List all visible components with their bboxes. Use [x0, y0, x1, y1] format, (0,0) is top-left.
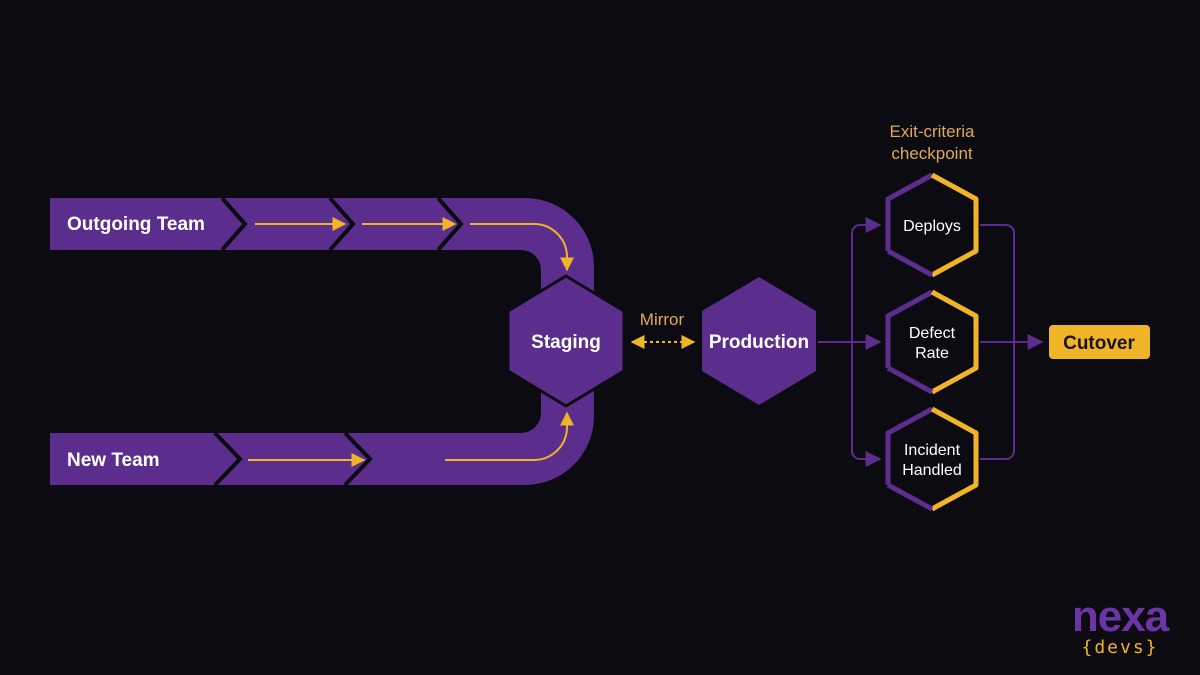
outgoing-team-label: Outgoing Team — [67, 214, 205, 235]
fan-out-connectors — [818, 217, 882, 467]
new-lane-chevrons — [213, 431, 373, 487]
new-team-label: New Team — [67, 450, 160, 471]
checkpoint-title-line2: checkpoint — [891, 144, 973, 163]
criteria-deploys-label: Deploys — [903, 218, 961, 235]
checkpoint-title-line1: Exit-criteria — [889, 122, 975, 141]
production-label: Production — [709, 332, 809, 353]
nexa-devs-logo: nexa {devs} — [1072, 592, 1171, 658]
staging-node — [506, 274, 626, 408]
criteria-defect-rate-label-1: Defect — [909, 325, 956, 342]
arrow-right-icon — [248, 217, 457, 467]
logo-subtext: {devs} — [1081, 637, 1158, 658]
fan-in-connectors — [980, 224, 1044, 460]
logo-wordmark: nexa — [1072, 592, 1170, 641]
criteria-incident-handled-node: Incident Handled — [885, 406, 979, 512]
criteria-defect-rate-label-2: Rate — [915, 345, 949, 362]
staging-label: Staging — [531, 332, 601, 353]
criteria-incident-handled-label-1: Incident — [904, 442, 961, 459]
cutover-badge — [1049, 325, 1150, 359]
outgoing-lane-chevrons — [220, 196, 464, 252]
arrow-down-icon — [470, 223, 574, 272]
criteria-defect-rate-node: Defect Rate — [885, 289, 979, 395]
production-node — [702, 277, 816, 405]
criteria-deploys-node: Deploys — [885, 172, 979, 278]
u-pipe — [50, 198, 594, 485]
criteria-incident-handled-label-2: Handled — [902, 462, 962, 479]
mirror-label: Mirror — [640, 310, 685, 329]
arrow-up-icon — [445, 411, 574, 461]
cutover-label: Cutover — [1063, 333, 1135, 354]
